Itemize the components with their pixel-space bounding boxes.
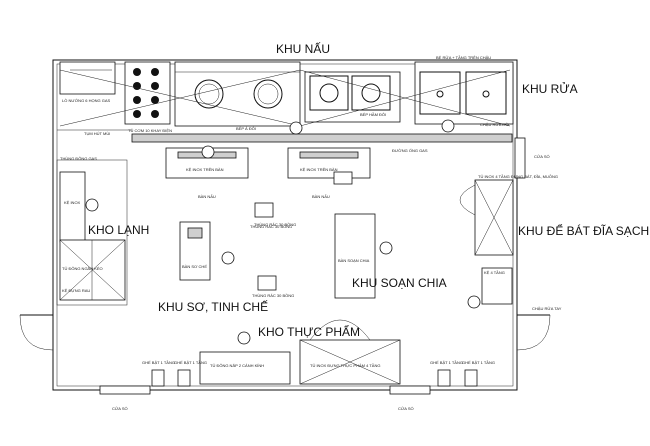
zone-cooking: KHU NẤU <box>276 41 330 56</box>
chair-2 <box>177 369 191 387</box>
window-right <box>514 137 526 179</box>
window-bottom-1 <box>99 385 151 395</box>
label-wall-shelf-2: KỆ INOX TRÊN BÀN <box>300 167 338 172</box>
label-trash-1: THÙNG RÁC 30 BỒNG <box>250 224 292 229</box>
zone-dish-clean: KHU ĐỂ BÁT ĐĨA SẠCH <box>518 223 649 238</box>
label-window-bottom-2: CỬA SỔ <box>398 406 414 411</box>
zone-prep-split: KHU SOẠN CHIA <box>352 276 447 290</box>
worker-figures <box>85 119 481 345</box>
double-sink <box>414 61 514 125</box>
label-freezer: THÙNG ĐÔNG GAS <box>60 156 97 161</box>
label-chair-2: GHẾ BẬT 1 TẦNG <box>174 360 207 365</box>
wok-burner-2 <box>253 79 283 109</box>
zone-cold: KHO LẠNH <box>88 223 149 237</box>
label-sink-shelf: CHẬU RỬA ĐÔI <box>480 122 509 127</box>
label-sink-note: BỂ RỬA + TẦNG TRÊN CHẬU <box>436 55 491 60</box>
gas-oven <box>59 61 116 95</box>
stew-burner-1 <box>309 75 349 111</box>
label-gas-pipe: ĐƯỜNG ỐNG GAS <box>392 148 428 153</box>
label-hood: TỤM HÚT MÙI <box>84 131 110 136</box>
outer-wall <box>52 59 518 391</box>
label-cold-left: KỆ INOX <box>64 200 81 205</box>
cold-left-shelf <box>59 171 86 243</box>
label-window-bottom-1: CỬA SỔ <box>112 406 128 411</box>
hood-diagonals <box>59 69 511 127</box>
chair-3 <box>437 369 451 387</box>
gas-pipe-strip <box>131 133 513 143</box>
label-cook-table-2: BÀN NẤU <box>312 194 330 199</box>
stove-a-unit <box>174 61 301 127</box>
chair-1 <box>151 369 165 387</box>
label-wall-shelf-1: KỆ INOX TRÊN BÀN <box>186 167 224 172</box>
label-gas-oven: LÒ NƯỚNG 6 HỌNG GAS <box>62 98 111 103</box>
label-rice-wash: BÀN SƠ CHẾ <box>182 264 207 269</box>
zone-food-store: KHO THỰC PHẨM <box>258 324 360 339</box>
stew-burner-2 <box>351 75 391 111</box>
label-shelf-4: KỆ 4 TẦNG <box>484 270 505 275</box>
label-fridge-2door: TỦ ĐÔNG NẮP 2 CÁNH KÍNH <box>210 363 264 368</box>
label-cook-table-1: BÀN NẤU <box>198 194 216 199</box>
label-drain-right: CHẬU RỬA TAY <box>532 306 562 311</box>
chair-4 <box>464 369 478 387</box>
label-rice-cabinet: TỦ CƠM 10 KHAY ĐIỆN <box>128 128 172 133</box>
trash-bin-2 <box>257 275 277 291</box>
label-window-right: CỬA SỔ <box>534 154 550 159</box>
zone-washing: KHU RỬA <box>522 81 578 96</box>
rice-cabinet <box>124 61 171 125</box>
label-chair-1: GHẾ BẬT 1 TẦNG <box>142 360 175 365</box>
label-stove-stew: BẾP HẦM ĐÔI <box>360 112 386 117</box>
label-cold-shelf: KỆ ĐỰNG RAU <box>62 288 90 293</box>
rice-cabinet-burners <box>133 68 159 118</box>
window-bottom-2 <box>389 385 431 395</box>
wok-burner-1 <box>194 79 224 109</box>
serving-table <box>334 213 376 299</box>
shelf-4 <box>481 267 513 305</box>
label-cold-cabinet: TỦ ĐÔNG NGĂN KÉO <box>62 266 103 271</box>
label-inox-cabinet: TỦ INOX ĐỰNG THỰC PHẨM 4 TẦNG <box>310 363 380 368</box>
label-prep-table: BÀN SOẠN CHIA <box>338 258 370 263</box>
cold-store-room <box>56 159 128 306</box>
label-chair-3: GHẾ BẬT 1 TẦNG <box>430 360 463 365</box>
zone-preliminary: KHU SƠ, TINH CHẾ <box>158 299 268 314</box>
trash-bin-1 <box>254 202 274 218</box>
label-dish-cabinet: TỦ INOX 4 TẦNG ĐỰNG BÁT, ĐĨA, MUỖNG <box>478 174 558 179</box>
label-trash-2: THÙNG RÁC 30 BỒNG <box>252 293 294 298</box>
label-steam-table: THÙNG RÁC 30 BỒNG <box>254 222 296 227</box>
fridge-2door <box>199 351 291 385</box>
label-chair-4: GHẾ BẬT 1 TẦNG <box>462 360 495 365</box>
label-stove-a: BẾP Á ĐÔI <box>236 126 256 131</box>
